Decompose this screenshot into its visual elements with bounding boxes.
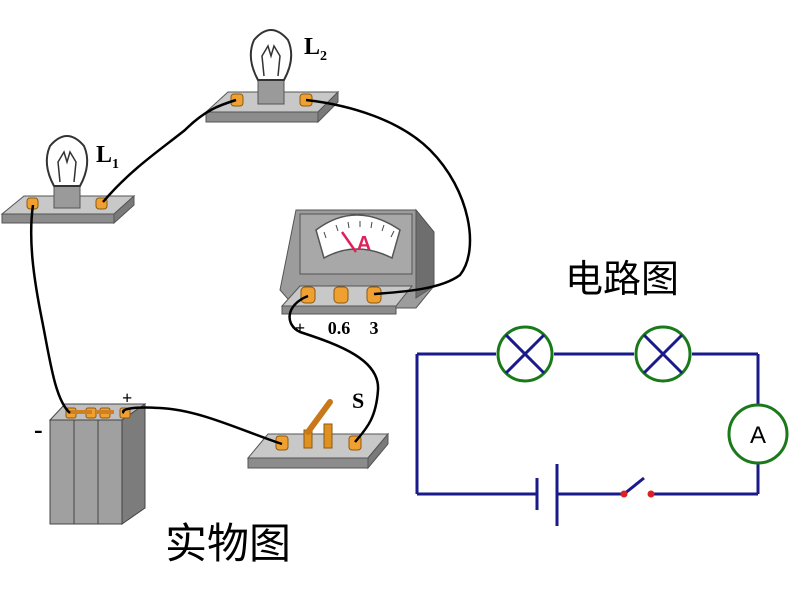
physical-wires xyxy=(29,98,472,446)
lamp1-socket xyxy=(53,185,81,209)
wire-lamp1-lamp2 xyxy=(102,98,237,203)
physical-caption: 实物图 xyxy=(165,519,291,568)
lamp2-label-sub: 2 xyxy=(320,49,327,64)
wire-ammeter-switch xyxy=(288,294,380,443)
switch-physical: S xyxy=(246,388,390,470)
lamp2-label: L xyxy=(304,34,320,60)
lamp2-socket xyxy=(257,79,285,105)
ammeter-terminal-0-6 xyxy=(333,286,349,304)
schematic-lamp1 xyxy=(496,325,554,383)
schematic-title: 电路图 xyxy=(565,257,679,301)
schematic-diagram: 电路图 A xyxy=(415,257,789,526)
physical-diagram: L 2 L 1 xyxy=(0,29,472,568)
lamp2-terminal-left xyxy=(230,93,244,107)
lamp1-label: L xyxy=(96,142,112,168)
ammeter-physical: A + 0.6 3 xyxy=(279,208,435,338)
ammeter-label-plus: + xyxy=(295,318,305,338)
schematic-switch xyxy=(620,476,655,498)
wire-switch-battery xyxy=(121,406,283,446)
ammeter-dial-symbol: A xyxy=(357,233,371,255)
ammeter-terminal-plus xyxy=(300,286,316,304)
battery-plus-label: + xyxy=(122,388,132,408)
lamp1-assembly: L 1 xyxy=(0,135,136,225)
ammeter-needle xyxy=(340,231,358,253)
switch-blade xyxy=(305,399,333,435)
switch-label: S xyxy=(352,388,364,413)
schematic-battery xyxy=(535,464,559,526)
schematic-ammeter: A xyxy=(727,403,789,465)
schematic-ammeter-symbol: A xyxy=(750,422,766,449)
ammeter-label-0-6: 0.6 xyxy=(328,318,351,338)
schematic-lamp2 xyxy=(634,325,692,383)
lamp1-label-sub: 1 xyxy=(112,157,119,172)
battery-minus-label: - xyxy=(34,415,43,444)
wire-battery-lamp1 xyxy=(29,204,71,414)
schematic-wires xyxy=(415,352,760,496)
ammeter-label-3: 3 xyxy=(370,318,379,338)
wire-lamp2-ammeter xyxy=(305,98,472,296)
ammeter-dial xyxy=(315,214,401,260)
lamp2-assembly: L 2 xyxy=(204,29,340,124)
ammeter-terminal-3 xyxy=(366,286,382,304)
